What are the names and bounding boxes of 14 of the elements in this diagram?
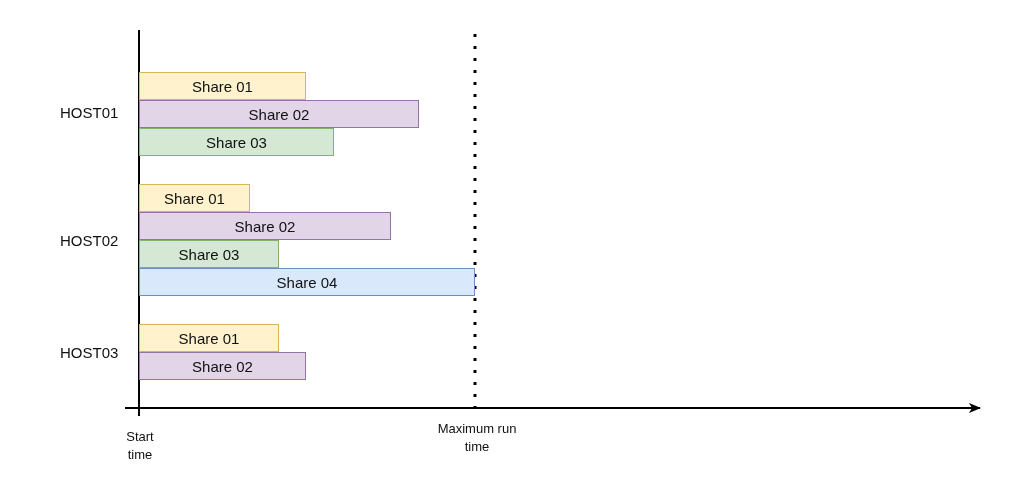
- task-bar: Share 01: [139, 184, 250, 212]
- task-bar: Share 04: [139, 268, 475, 296]
- task-bar: Share 01: [139, 324, 279, 352]
- task-bar: Share 02: [139, 212, 391, 240]
- row-label: HOST01: [60, 104, 119, 121]
- task-bar: Share 03: [139, 240, 279, 268]
- task-bar: Share 03: [139, 128, 334, 156]
- task-bar: Share 02: [139, 352, 306, 380]
- row-label: HOST02: [60, 232, 119, 249]
- axis-label: Start time: [125, 428, 155, 464]
- axis-label: Maximum run time: [436, 420, 518, 456]
- task-bar: Share 01: [139, 72, 306, 100]
- row-label: HOST03: [60, 344, 119, 361]
- task-bar: Share 02: [139, 100, 419, 128]
